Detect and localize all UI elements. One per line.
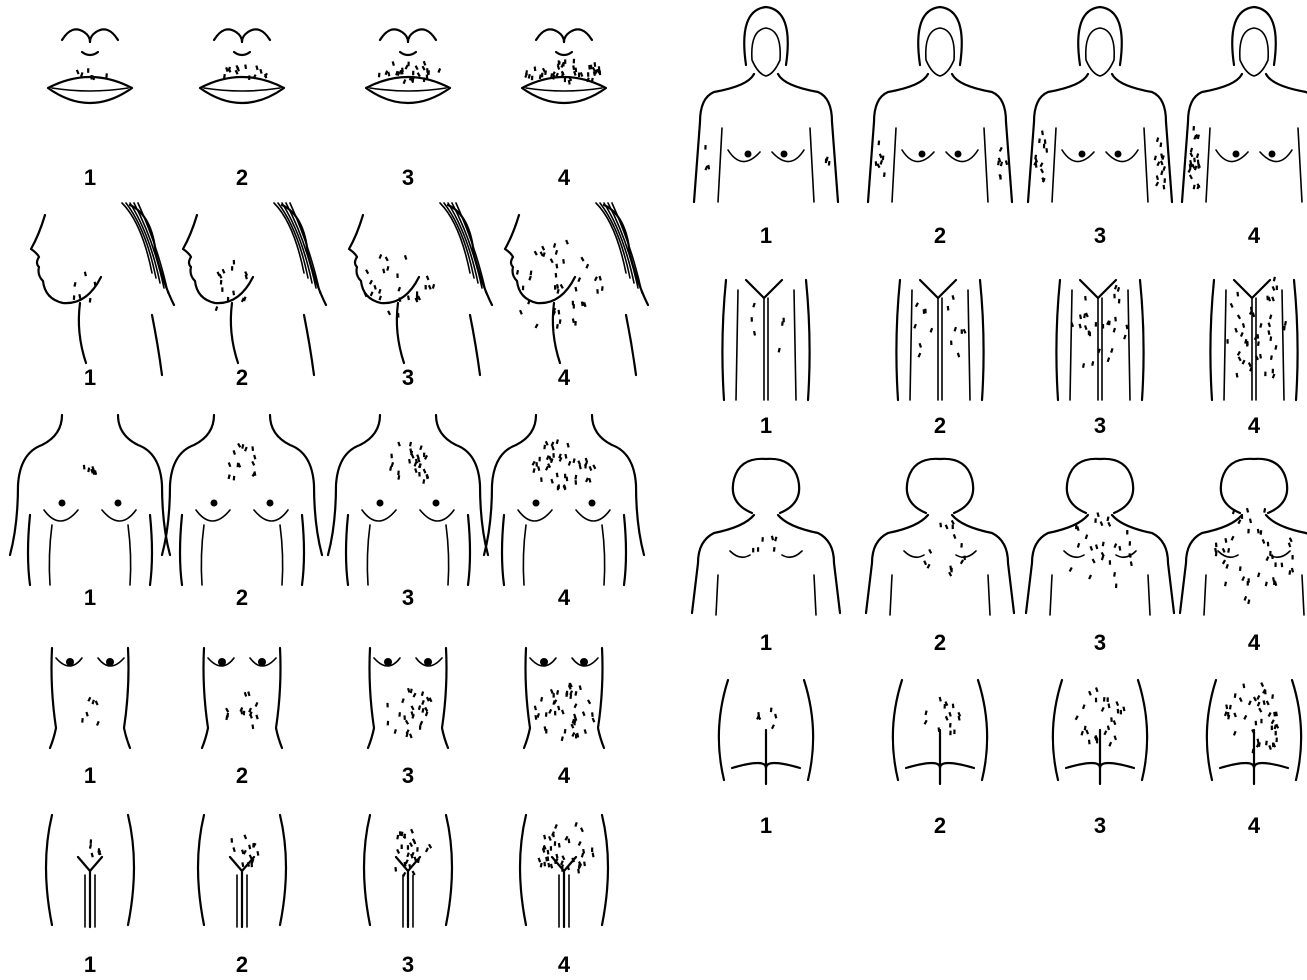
upper-arm-grade-4-figure <box>1182 7 1307 202</box>
upper-lip-grade-2-figure <box>200 29 284 103</box>
upper-abdomen-grade-label: 3 <box>402 763 414 788</box>
lower-abdomen-grade-2-figure <box>198 815 286 927</box>
thigh-grade-2-figure <box>896 280 983 400</box>
upper-back-grade-label: 2 <box>934 630 946 655</box>
upper-lip-grade-label: 2 <box>236 165 248 190</box>
chest-grade-label: 4 <box>558 585 571 610</box>
upper-lip-grade-4-figure <box>522 29 606 103</box>
thigh-grade-1-figure <box>722 280 809 400</box>
chest-grade-2-figure <box>162 415 322 585</box>
upper-arm-grade-2-figure <box>868 7 1012 202</box>
lower-abdomen-grade-3-figure <box>364 815 452 927</box>
upper-back-grade-3-figure <box>1026 459 1174 615</box>
upper-abdomen-grade-label: 2 <box>236 763 248 788</box>
upper-back-grade-label: 4 <box>1248 630 1261 655</box>
upper-abdomen-grade-label: 1 <box>84 763 96 788</box>
chin-grade-label: 2 <box>236 365 248 390</box>
chin-grade-4-figure <box>505 203 648 375</box>
chin-grade-3-figure <box>349 203 492 375</box>
upper-back-grade-label: 3 <box>1094 630 1106 655</box>
thigh-grade-label: 4 <box>1248 413 1261 438</box>
lower-abdomen-grade-label: 4 <box>558 952 571 977</box>
lower-back-grade-label: 2 <box>934 813 946 838</box>
upper-lip-grade-label: 4 <box>558 165 571 190</box>
upper-abdomen-grade-label: 4 <box>558 763 571 788</box>
upper-back-grade-label: 1 <box>760 630 772 655</box>
upper-arm-grade-label: 1 <box>760 223 772 248</box>
lower-abdomen-grade-4-figure <box>520 815 608 927</box>
upper-arm-grade-3-figure <box>1028 7 1172 202</box>
lower-abdomen-grade-1-figure <box>46 815 134 927</box>
upper-back-grade-4-figure <box>1180 459 1307 615</box>
upper-lip-grade-label: 3 <box>402 165 414 190</box>
upper-arm-grade-1-figure <box>694 7 838 202</box>
chest-grade-label: 1 <box>84 585 96 610</box>
upper-arm-grade-label: 4 <box>1248 223 1261 248</box>
thigh-grade-label: 2 <box>934 413 946 438</box>
upper-arm-grade-label: 2 <box>934 223 946 248</box>
chest-grade-1-figure <box>10 415 170 585</box>
lower-back-grade-label: 1 <box>760 813 772 838</box>
thigh-grade-label: 3 <box>1094 413 1106 438</box>
upper-back-grade-2-figure <box>866 459 1014 615</box>
upper-lip-grade-1-figure <box>48 29 132 103</box>
lower-abdomen-grade-label: 3 <box>402 952 414 977</box>
chest-grade-label: 3 <box>402 585 414 610</box>
lower-back-grade-label: 3 <box>1094 813 1106 838</box>
upper-lip-grade-3-figure <box>366 29 450 103</box>
thigh-grade-4-figure <box>1210 277 1297 400</box>
lower-back-grade-1-figure <box>719 680 813 784</box>
chin-grade-label: 1 <box>84 365 96 390</box>
upper-abdomen-grade-1-figure <box>50 648 130 748</box>
chest-grade-3-figure <box>328 415 488 585</box>
lower-abdomen-grade-label: 2 <box>236 952 248 977</box>
thigh-grade-label: 1 <box>760 413 772 438</box>
thigh-grade-3-figure <box>1056 280 1143 400</box>
upper-arm-grade-label: 3 <box>1094 223 1106 248</box>
chin-grade-2-figure <box>183 203 326 375</box>
chest-grade-4-figure <box>484 415 644 585</box>
upper-abdomen-grade-2-figure <box>202 648 282 748</box>
upper-lip-grade-label: 1 <box>84 165 96 190</box>
upper-abdomen-grade-4-figure <box>524 648 604 748</box>
upper-back-grade-1-figure <box>692 459 840 615</box>
lower-back-grade-3-figure <box>1053 680 1147 784</box>
upper-abdomen-grade-3-figure <box>368 648 448 748</box>
chest-grade-label: 2 <box>236 585 248 610</box>
lower-back-grade-4-figure <box>1207 680 1301 784</box>
chin-grade-label: 3 <box>402 365 414 390</box>
lower-abdomen-grade-label: 1 <box>84 952 96 977</box>
chin-grade-label: 4 <box>558 365 571 390</box>
chin-grade-1-figure <box>31 203 174 375</box>
lower-back-grade-label: 4 <box>1248 813 1261 838</box>
lower-back-grade-2-figure <box>893 680 987 784</box>
